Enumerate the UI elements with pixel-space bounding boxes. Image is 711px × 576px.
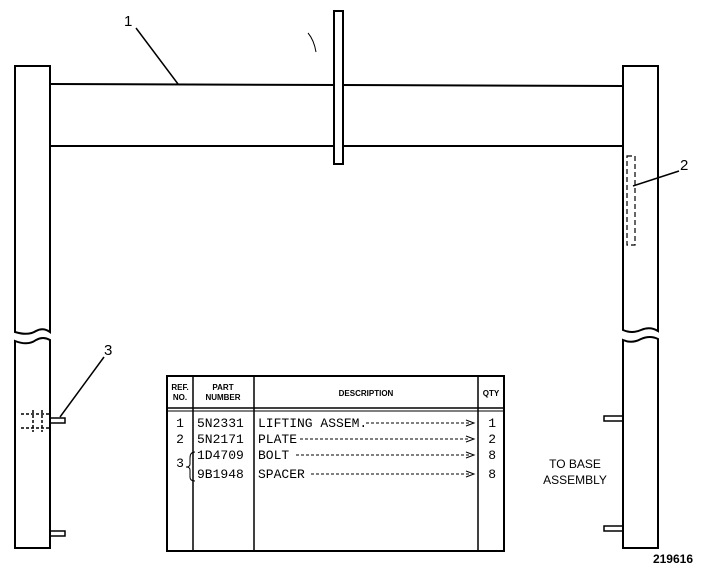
row3-ref: 3 (176, 456, 184, 471)
row3-qty: 8 (488, 448, 496, 463)
row1-qty: 1 (488, 416, 496, 431)
stray-mark (307, 32, 317, 53)
left-bolt-lower (49, 530, 66, 537)
header-part-line2: NUMBER (205, 393, 240, 402)
figure-number: 219616 (653, 552, 693, 566)
header-ref-line2: NO. (173, 393, 187, 402)
callout-2: 2 (680, 157, 688, 174)
header-qty: QTY (483, 389, 500, 398)
header-ref-line1: REF. (171, 383, 188, 392)
right-upright-upper (622, 65, 659, 333)
row2-part: 5N2171 (197, 432, 244, 447)
row1-description: LIFTING ASSEM. (258, 416, 367, 431)
row1-part: 5N2331 (197, 416, 244, 431)
left-bolt-upper (21, 410, 66, 432)
row1-ref: 1 (176, 416, 184, 431)
row2-ref: 2 (176, 432, 184, 447)
row2-description: PLATE (258, 432, 297, 447)
row3-group-brace (185, 451, 196, 482)
note-line-2: ASSEMBLY (543, 473, 607, 487)
right-bolt-lower (603, 525, 624, 532)
row3-description: BOLT (258, 448, 289, 463)
header-part-line1: PART (212, 383, 233, 392)
row4-description: SPACER (258, 467, 305, 482)
leader-line-2 (632, 170, 680, 187)
parts-table: REF. NO. PART NUMBER DESCRIPTION QTY 1 5… (166, 375, 505, 552)
row2-qty: 2 (488, 432, 496, 447)
center-lifting-plate (333, 10, 344, 165)
leader-line-1 (135, 27, 179, 85)
header-description: DESCRIPTION (339, 389, 394, 398)
left-upright-upper (14, 65, 51, 335)
right-upright-lower (622, 336, 659, 549)
row4-qty: 8 (488, 467, 496, 482)
left-upright-lower (14, 337, 51, 549)
row3-part: 1D4709 (197, 448, 244, 463)
plate-hidden-outline (626, 155, 636, 246)
note-line-1: TO BASE (549, 457, 601, 471)
callout-1: 1 (124, 13, 132, 30)
right-bolt-upper (603, 415, 624, 422)
row4-part: 9B1948 (197, 467, 244, 482)
callout-3: 3 (104, 342, 112, 359)
leader-line-3 (59, 356, 105, 418)
